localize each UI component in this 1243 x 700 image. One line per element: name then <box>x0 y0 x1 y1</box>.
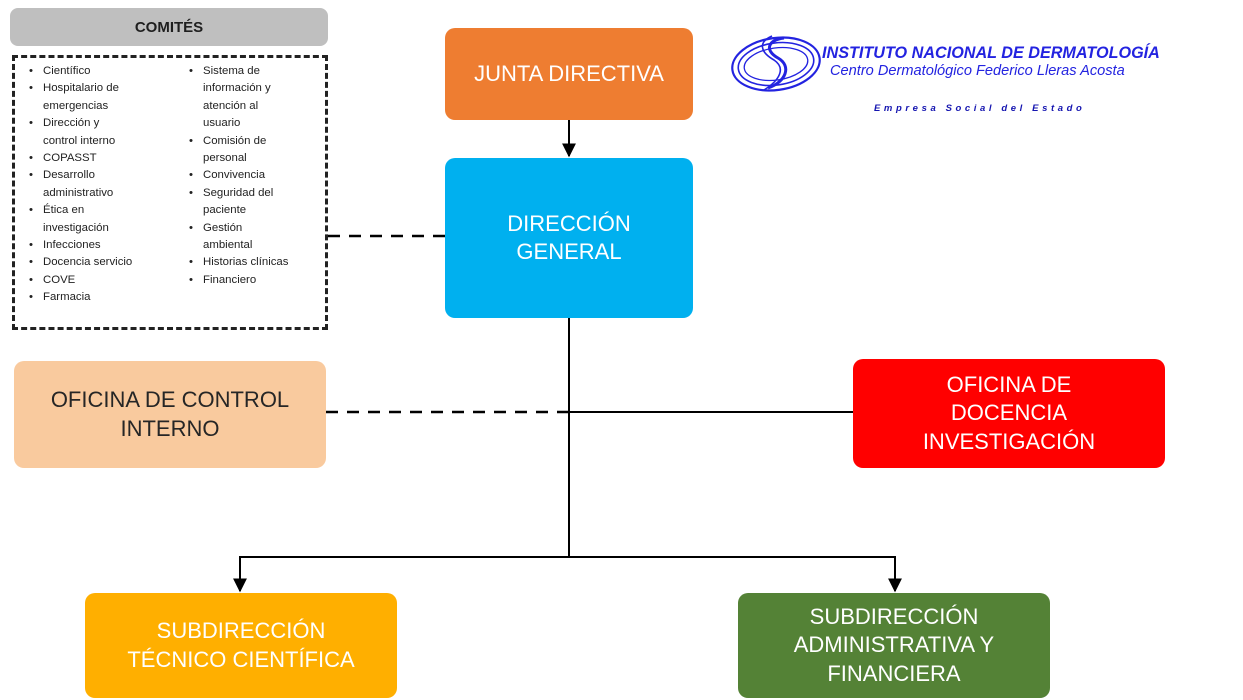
comite-item: COPASST <box>27 150 177 168</box>
comite-item: Financiero <box>187 272 325 290</box>
dermatology-emblem-icon <box>731 35 821 92</box>
junta-directiva-box: JUNTA DIRECTIVA <box>445 28 693 120</box>
comite-item: Científico <box>27 63 177 81</box>
comites-header: COMITÉS <box>10 8 328 46</box>
comite-item: Sistema de información y atención al usu… <box>187 63 325 133</box>
comite-item: Comisión de personal <box>187 133 325 168</box>
subdireccion-tecnico-box: SUBDIRECCIÓN TÉCNICO CIENTÍFICA <box>85 593 397 698</box>
comite-item: Farmacia <box>27 289 177 307</box>
comites-list-left: Científico Hospitalario de emergencias D… <box>27 63 177 307</box>
comite-item: Dirección y control interno <box>27 115 177 150</box>
direccion-general-label: DIRECCIÓN GENERAL <box>507 210 631 264</box>
comite-item: Convivencia <box>187 167 325 185</box>
logo-title: INSTITUTO NACIONAL DE DERMATOLOGÍA <box>822 44 1160 62</box>
docencia-investigacion-box: OFICINA DE DOCENCIA INVESTIGACIÓN <box>853 359 1165 468</box>
control-interno-box: OFICINA DE CONTROL INTERNO <box>14 361 326 468</box>
comite-item: COVE <box>27 272 177 290</box>
logo-tagline: Empresa Social del Estado <box>874 103 1086 114</box>
comite-item: Infecciones <box>27 237 177 255</box>
direccion-general-box: DIRECCIÓN GENERAL <box>445 158 693 318</box>
comite-item: Hospitalario de emergencias <box>27 80 177 115</box>
subdireccion-tecnico-label: SUBDIRECCIÓN TÉCNICO CIENTÍFICA <box>127 618 355 672</box>
subdireccion-admin-label: SUBDIRECCIÓN ADMINISTRATIVA Y FINANCIERA <box>793 604 995 686</box>
junta-directiva-label: JUNTA DIRECTIVA <box>474 60 664 86</box>
control-interno-label: OFICINA DE CONTROL INTERNO <box>50 387 290 441</box>
comite-item: Ética en investigación <box>27 202 177 237</box>
comite-item: Desarrollo administrativo <box>27 167 177 202</box>
institute-logo: INSTITUTO NACIONAL DE DERMATOLOGÍA Centr… <box>722 30 1242 125</box>
comites-list-box: Científico Hospitalario de emergencias D… <box>12 55 328 330</box>
comite-item: Gestión ambiental <box>187 220 325 255</box>
comites-title: COMITÉS <box>134 18 204 36</box>
comite-item: Seguridad del paciente <box>187 185 325 220</box>
comite-item: Historias clínicas <box>187 254 325 272</box>
comites-list-right: Sistema de información y atención al usu… <box>187 63 325 290</box>
comite-item: Docencia servicio <box>27 254 177 272</box>
logo-subtitle: Centro Dermatológico Federico Lleras Aco… <box>830 63 1125 79</box>
docencia-investigacion-label: OFICINA DE DOCENCIA INVESTIGACIÓN <box>922 372 1096 454</box>
subdireccion-admin-box: SUBDIRECCIÓN ADMINISTRATIVA Y FINANCIERA <box>738 593 1050 698</box>
